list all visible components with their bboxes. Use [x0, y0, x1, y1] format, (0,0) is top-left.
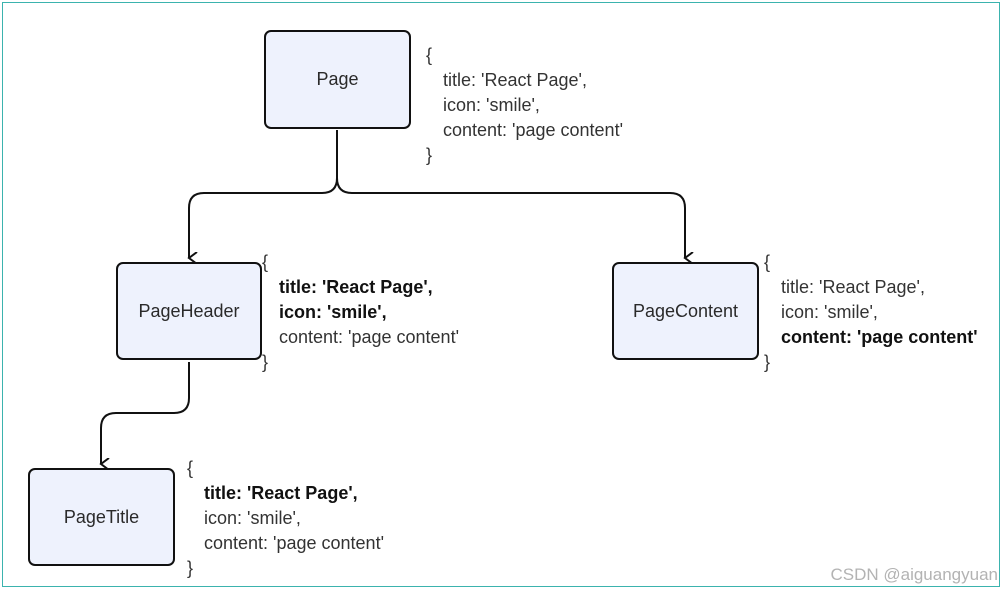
props-page-title: title: 'React Page',	[443, 70, 587, 90]
props-page-title-content: content: 'page content'	[204, 533, 385, 553]
props-page-title-close: }	[187, 558, 194, 578]
props-page-content-title: title: 'React Page',	[781, 277, 925, 297]
node-page-title: PageTitle	[28, 468, 175, 566]
node-page-content-label: PageContent	[632, 300, 739, 321]
node-page-header: PageHeader	[116, 262, 262, 360]
props-page-open: {	[426, 45, 433, 65]
props-page-header-close: }	[262, 352, 269, 372]
props-page-header-open: {	[262, 252, 269, 272]
props-page-title-title: title: 'React Page',	[204, 483, 358, 503]
edge-page-to-pagecontent	[336, 177, 685, 258]
props-page-title-icon: icon: 'smile',	[204, 508, 301, 528]
props-page-content-content: content: 'page content'	[781, 327, 978, 347]
props-page-title-open: {	[187, 458, 194, 478]
props-page-title: { title: 'React Page', icon: 'smile', co…	[187, 456, 384, 581]
edge-pageheader-to-pagetitle	[101, 362, 190, 464]
props-page-content: content: 'page content'	[443, 120, 624, 140]
props-page-content-open: {	[764, 252, 771, 272]
node-page-header-label: PageHeader	[138, 300, 240, 321]
node-page: Page	[264, 30, 411, 129]
props-page-header-content: content: 'page content'	[279, 327, 460, 347]
edge-page-to-pageheader	[189, 130, 338, 258]
node-page-content: PageContent	[612, 262, 759, 360]
node-page-label: Page	[316, 69, 359, 89]
props-page-header-icon: icon: 'smile',	[279, 302, 387, 322]
props-page-icon: icon: 'smile',	[443, 95, 540, 115]
watermark: CSDN @aiguangyuan	[830, 565, 998, 584]
props-page-header-title: title: 'React Page',	[279, 277, 433, 297]
props-page: { title: 'React Page', icon: 'smile', co…	[426, 43, 623, 168]
props-page-content-close: }	[764, 352, 771, 372]
props-page-header: { title: 'React Page', icon: 'smile', co…	[262, 250, 459, 375]
props-page-content-icon: icon: 'smile',	[781, 302, 878, 322]
props-page-content: { title: 'React Page', icon: 'smile', co…	[764, 250, 978, 375]
props-page-close: }	[426, 145, 433, 165]
node-page-title-label: PageTitle	[63, 506, 140, 527]
